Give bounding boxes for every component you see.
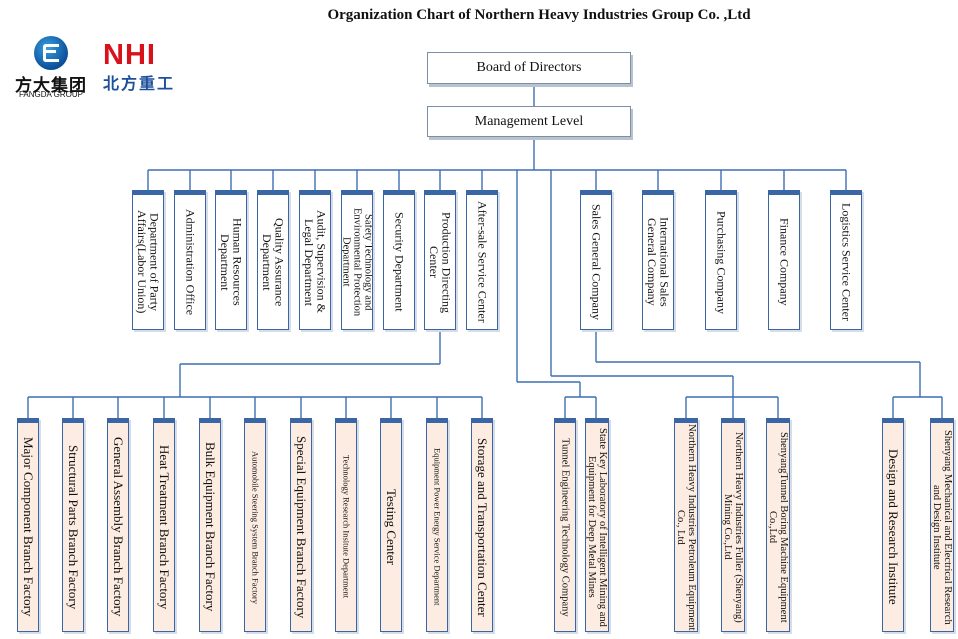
sub-fuller-mining-label: Northern Heavy Industries Fuller (Shenya… — [722, 431, 745, 623]
company-international-sales-label: International Sales General Company — [645, 217, 672, 307]
dept-human-resources-label: Human Resources Department — [218, 218, 245, 306]
factory-special-equipment-label: Special Equipment Branch Factory — [293, 435, 309, 619]
institute-shenyang-mechanical-electrical-label: Shenyang Mechanical and Electrical Resea… — [931, 429, 954, 625]
dept-administration-office: Administration Office — [174, 190, 206, 330]
institute-design-research: Design and Research Institute — [882, 418, 904, 632]
dept-audit-supervision-legal-label: Audit, Supervision & Legal Department — [302, 210, 329, 314]
factory-major-component-label: Major Component Branch Factory — [20, 437, 36, 617]
dept-quality-assurance: Quality Assurance Department — [257, 190, 289, 330]
dept-after-sale-service-label: After-sale Service Center — [475, 201, 490, 323]
unit-state-key-laboratory: State Key Laboratory of Intelligent Mini… — [585, 418, 609, 632]
sub-fuller-mining: Northern Heavy Industries Fuller (Shenya… — [721, 418, 745, 632]
dept-human-resources: Human Resources Department — [215, 190, 247, 330]
factory-general-assembly-label: General Assembly Branch Factory — [110, 437, 126, 617]
sub-petroleum-equipment: Northern Heavy Industries Petroleum Equi… — [674, 418, 698, 632]
factory-general-assembly: General Assembly Branch Factory — [107, 418, 129, 632]
sub-tunnel-boring-machine-label: ShenyangTunnel Boring Machine Equipment … — [767, 431, 790, 623]
unit-tunnel-engineering: Tunnel Engineering Technology Company — [554, 418, 576, 632]
factory-heat-treatment-label: Heat Treatment Branch Factory — [156, 444, 172, 610]
company-sales-general-label: Sales General Company — [589, 204, 604, 320]
fangda-logo-cn: 方大集团 — [15, 76, 87, 96]
dept-security-label: Security Department — [392, 212, 407, 312]
institute-design-research-label: Design and Research Institute — [885, 449, 901, 605]
company-international-sales: International Sales General Company — [642, 190, 674, 330]
factory-bulk-equipment-label: Bulk Equipment Branch Factory — [202, 442, 218, 612]
factory-major-component: Major Component Branch Factory — [17, 418, 39, 632]
nhi-logo-en: NHI — [103, 39, 156, 71]
sub-tunnel-boring-machine: ShenyangTunnel Boring Machine Equipment … — [766, 418, 790, 632]
nhi-logo-cn: 北方重工 — [103, 74, 176, 93]
dept-after-sale-service: After-sale Service Center — [466, 190, 498, 330]
chart-title: Organization Chart of Northern Heavy Ind… — [327, 7, 751, 23]
factory-automobile-steering: Automobile Steering System Branch Factor… — [244, 418, 266, 632]
factory-structural-parts: Structural Parts Branch Factory — [62, 418, 84, 632]
factory-structural-parts-label: Structural Parts Branch Factory — [65, 444, 81, 610]
unit-technology-research-institute-label: Technology Research Insitute Department — [341, 455, 352, 599]
unit-equipment-power-energy: Equipment Power Energy Service Departmen… — [426, 418, 448, 632]
dept-administration-office-label: Administration Office — [183, 208, 198, 316]
unit-storage-transportation-label: Storage and Transportation Center — [474, 437, 490, 617]
company-logistics-service: Logistics Service Center — [830, 190, 862, 330]
dept-safety-environmental: Safety Technology and Environmental Prot… — [341, 190, 373, 330]
unit-technology-research-institute: Technology Research Insitute Department — [335, 418, 357, 632]
company-finance: Finance Company — [768, 190, 800, 330]
factory-bulk-equipment: Bulk Equipment Branch Factory — [199, 418, 221, 632]
dept-party-affairs-label: Department of Party Affairs(Labor Union) — [135, 210, 162, 314]
dept-safety-environmental-label: Safety Technology and Environmental Prot… — [341, 207, 373, 317]
dept-security: Security Department — [383, 190, 415, 330]
company-purchasing: Purchasing Company — [705, 190, 737, 330]
unit-tunnel-engineering-label: Tunnel Engineering Technology Company — [559, 437, 571, 617]
fangda-group-logo: 方大集团 FANGDA GROUP — [12, 36, 90, 100]
dept-party-affairs: Department of Party Affairs(Labor Union) — [132, 190, 164, 330]
unit-testing-center-label: Testing Center — [383, 489, 399, 565]
unit-equipment-power-energy-label: Equipment Power Energy Service Departmen… — [432, 448, 443, 606]
sub-petroleum-equipment-label: Northern Heavy Industries Petroleum Equi… — [675, 423, 698, 631]
dept-production-directing-center: Production Directing Center — [424, 190, 456, 330]
nhi-logo: NHI 北方重工 — [103, 39, 185, 93]
company-finance-label: Finance Company — [777, 218, 792, 306]
factory-automobile-steering-label: Automobile Steering System Branch Factor… — [250, 450, 261, 604]
dept-production-directing-center-label: Production Directing Center — [427, 211, 454, 313]
board-of-directors-box: Board of Directors — [427, 52, 631, 84]
factory-special-equipment: Special Equipment Branch Factory — [290, 418, 312, 632]
dept-quality-assurance-label: Quality Assurance Department — [260, 217, 287, 307]
unit-testing-center: Testing Center — [380, 418, 402, 632]
company-logistics-service-label: Logistics Service Center — [839, 203, 854, 321]
management-level-box: Management Level — [427, 106, 631, 137]
unit-storage-transportation: Storage and Transportation Center — [471, 418, 493, 632]
company-sales-general: Sales General Company — [580, 190, 612, 330]
dept-audit-supervision-legal: Audit, Supervision & Legal Department — [299, 190, 331, 330]
fangda-emblem-icon — [34, 36, 68, 70]
institute-shenyang-mechanical-electrical: Shenyang Mechanical and Electrical Resea… — [930, 418, 954, 632]
factory-heat-treatment: Heat Treatment Branch Factory — [153, 418, 175, 632]
company-purchasing-label: Purchasing Company — [714, 210, 729, 314]
unit-state-key-laboratory-label: State Key Laboratory of Intelligent Mini… — [586, 427, 609, 627]
fangda-logo-en: FANGDA GROUP — [18, 90, 83, 99]
